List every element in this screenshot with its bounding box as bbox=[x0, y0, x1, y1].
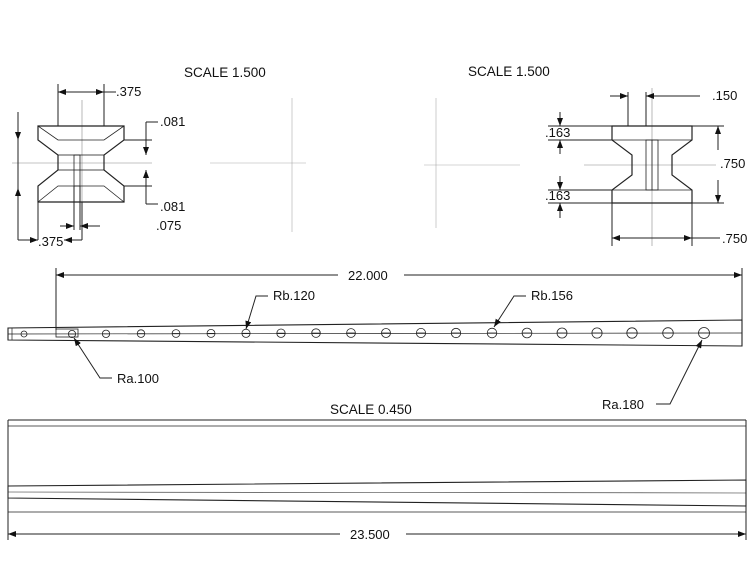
left-section-view: SCALE 1.500 .375 bbox=[12, 65, 306, 249]
bottom-scale-label: SCALE 0.450 bbox=[330, 402, 412, 417]
left-scale-label: SCALE 1.500 bbox=[184, 65, 266, 80]
dim-left-upper-gap: .081 bbox=[160, 114, 185, 129]
dim-overall-length-bottom: 23.500 bbox=[350, 527, 390, 542]
rail-holes bbox=[68, 327, 710, 339]
dim-left-top-width: .375 bbox=[116, 84, 141, 99]
callout-ra-small: Ra.100 bbox=[117, 371, 159, 386]
callout-rb-large: Rb.156 bbox=[531, 288, 573, 303]
dim-overall-length-top: 22.000 bbox=[348, 268, 388, 283]
dim-right-height: .750 bbox=[720, 156, 745, 171]
dim-left-slot: .075 bbox=[156, 218, 181, 233]
dim-left-bottom-width: .375 bbox=[38, 234, 63, 249]
dim-right-top-width: .150 bbox=[712, 88, 737, 103]
dim-right-lower-step: .163 bbox=[545, 188, 570, 203]
top-rail-view: 22.000 bbox=[7, 268, 743, 412]
bottom-rail-view: SCALE 0.450 23.500 bbox=[7, 402, 747, 542]
callout-rb-small: Rb.120 bbox=[273, 288, 315, 303]
dim-right-width: .750 bbox=[722, 231, 747, 246]
right-scale-label: SCALE 1.500 bbox=[468, 64, 550, 79]
dim-left-lower-gap: .081 bbox=[160, 199, 185, 214]
dim-right-upper-step: .163 bbox=[545, 125, 570, 140]
callout-ra-large: Ra.180 bbox=[602, 397, 644, 412]
right-section-view: SCALE 1.500 .150 .163 bbox=[424, 64, 747, 246]
